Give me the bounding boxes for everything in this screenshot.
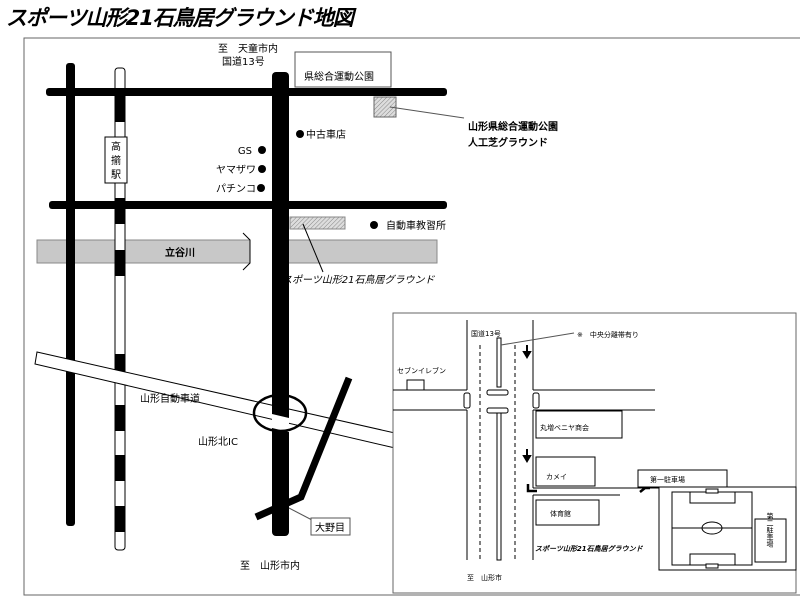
building-kamei [535,456,596,487]
route-13 [272,72,289,536]
inset-map: 国道13号 ※ 中央分離帯有り セブンイレブン 丸増ベニヤ商会 カメイ 体育館 … [392,312,797,594]
branch-road [254,376,353,521]
station-box [104,136,128,184]
south-direction-label: 至 山形市内 [240,559,300,572]
landmark-dot-icon [370,221,378,229]
middle-road [49,201,447,209]
seven-eleven-box [406,379,425,391]
river-tachiyagawa: 立谷川 [36,232,438,271]
building-kamei-label: カメイ [546,473,567,481]
north-road [46,88,447,96]
ground-marker [289,216,346,230]
parking-2-box [754,518,787,563]
park-box [294,51,392,88]
building-maruzo [535,410,623,439]
left-road [66,63,75,526]
intersection-box [310,517,351,536]
median-strip [496,412,502,561]
expressway-label: 山形自動車道 [140,392,200,405]
driving-school-label: 自動車教習所 [386,219,446,232]
building-gym [535,499,600,526]
median-strip [496,337,502,388]
landmark-dot-icon [257,184,265,192]
north-direction-label: 至 天童市内 [218,42,278,55]
arrow-down-icon [522,345,532,359]
river-label: 立谷川 [165,246,195,259]
intersection-label: 大野目 [315,521,345,534]
ic-circle [252,393,308,433]
map-frame [23,37,800,596]
turf-ground-label-2: 人工芝グラウンド [468,136,548,149]
yamazawa-label: ヤマザワ [216,164,256,176]
park-box-label: 県総合運動公園 [304,70,374,83]
inset-south-label: 至 山形市 [467,573,502,582]
pachinko-label: パチンコ [216,183,256,195]
landmark-dot-icon [258,165,266,173]
median-note: ※ 中央分離帯有り [577,330,639,339]
route-13-label: 国道13号 [222,55,265,68]
building-gym-label: 体育館 [550,509,571,518]
turn-arrow-icon [526,484,537,493]
ic-label: 山形北IC [198,436,238,448]
ground-label: スポーツ山形21石鳥居グラウンド [282,274,436,286]
used-car-shop-label: 中古車店 [306,128,346,141]
building-maruzo-label: 丸増ベニヤ商会 [540,423,589,432]
landmark-dot-icon [296,130,304,138]
arrow-down-icon [522,449,532,463]
turf-ground-marker [373,96,397,118]
traffic-light-icon [463,389,540,414]
seven-eleven-label: セブンイレブン [397,366,446,375]
turf-ground-label: 山形県総合運動公園 [468,120,558,133]
station-label: 高擶駅 [111,140,121,181]
map-title: スポーツ山形21石鳥居グラウンド地図 [6,6,354,30]
landmarks: 中古車店 GS ヤマザワ パチンコ 自動車教習所 [216,128,446,232]
parking-1-label: 第一駐車場 [650,475,685,484]
landmark-dot-icon [258,146,266,154]
railway [114,67,126,551]
turn-arrow-icon [639,486,650,493]
parking-2-label: 第二駐車場 [766,512,774,549]
gas-station-label: GS [238,146,252,157]
inset-ground-label: スポーツ山形21石鳥居グラウンド [535,544,644,553]
inset-route-label: 国道13号 [471,329,501,338]
